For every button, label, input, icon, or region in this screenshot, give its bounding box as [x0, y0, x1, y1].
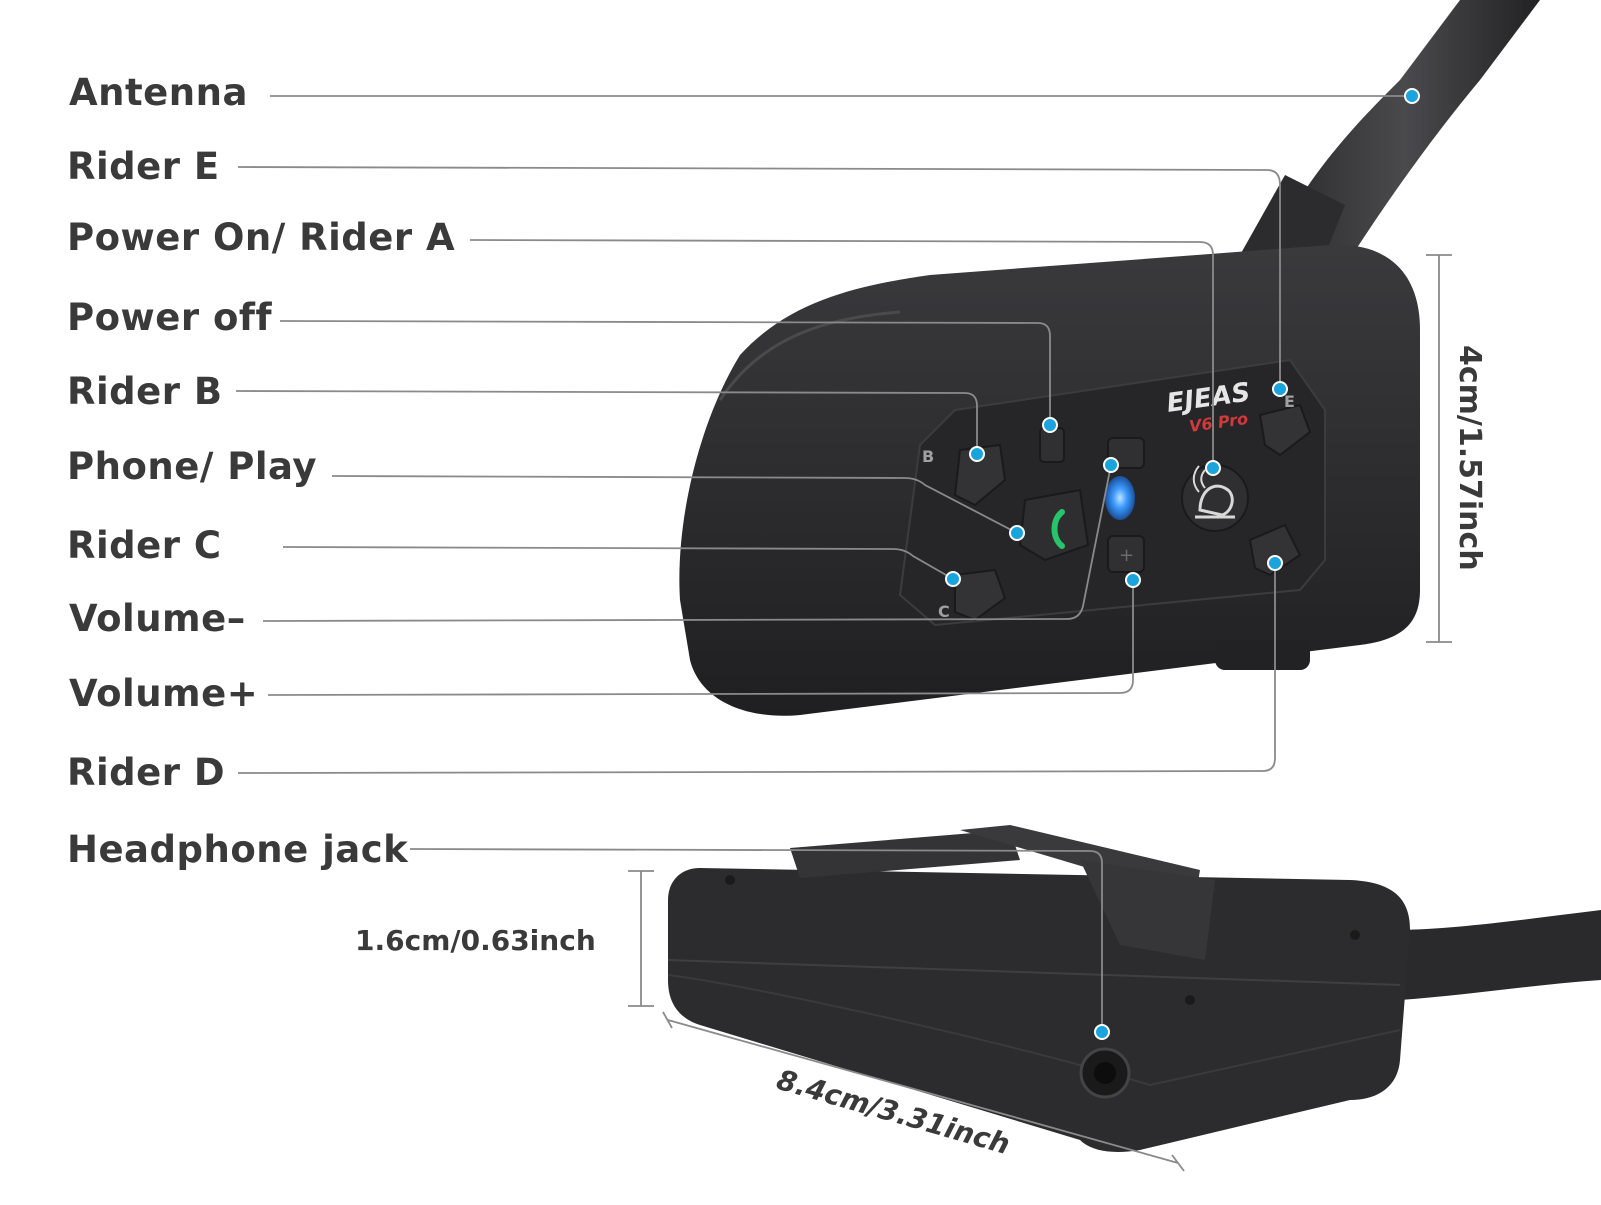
leader-line-volume-minus — [262, 464, 1112, 622]
dim-line-thickness — [628, 870, 654, 1007]
intercom-clamp-unit — [667, 825, 1601, 1152]
label-antenna: Antenna — [69, 71, 248, 114]
leader-line-volume-plus — [267, 580, 1134, 696]
button-rider-b: B — [922, 443, 1007, 507]
dim-height-label: 4cm/1.57inch — [1452, 345, 1487, 571]
headphone-jack-port — [1079, 1047, 1131, 1099]
leader-line-rider-c — [282, 546, 954, 580]
button-letter-e: E — [1284, 392, 1295, 411]
button-volume-plus: + — [1107, 535, 1145, 573]
marker-headphone-jack — [1094, 1024, 1110, 1040]
dim-line-height — [1426, 254, 1452, 643]
leader-line-phone-play — [331, 475, 1018, 534]
leader-line-rider-b — [235, 390, 978, 454]
markers — [945, 88, 1420, 1040]
leader-line-power-on — [469, 239, 1214, 468]
button-letter-b: B — [922, 447, 934, 466]
label-power-on-rider-a: Power On/ Rider A — [67, 216, 456, 259]
label-rider-b: Rider B — [67, 370, 223, 413]
leader-line-rider-d — [237, 563, 1276, 774]
marker-power-off — [1042, 417, 1058, 433]
leader-lines — [235, 95, 1412, 1032]
rider-helmet-icon — [1195, 484, 1235, 519]
label-power-off: Power off — [67, 296, 273, 339]
label-headphone-jack: Headphone jack — [67, 828, 409, 871]
dim-thickness-label: 1.6cm/0.63inch — [355, 924, 596, 957]
marker-phone-play — [1009, 525, 1025, 541]
label-volume-minus: Volume– — [69, 597, 246, 640]
leader-line-rider-e — [237, 166, 1281, 389]
label-phone-play: Phone/ Play — [67, 445, 317, 488]
svg-text:+: + — [1119, 545, 1134, 566]
marker-rider-e — [1272, 381, 1288, 397]
dim-line-length — [662, 1011, 1185, 1172]
marker-antenna — [1404, 88, 1420, 104]
label-rider-d: Rider D — [67, 751, 226, 794]
button-rider-d — [1248, 523, 1302, 577]
marker-rider-c — [945, 571, 961, 587]
marker-rider-b — [969, 446, 985, 462]
button-letter-c: C — [938, 602, 950, 621]
button-power-off — [1039, 427, 1065, 463]
button-rider-c: C — [938, 568, 1007, 622]
leader-line-headphone-jack — [409, 848, 1103, 1032]
intercom-front-unit — [679, 244, 1420, 716]
marker-volume-plus — [1125, 572, 1141, 588]
status-led — [1105, 476, 1135, 520]
button-phone-play — [1018, 488, 1090, 562]
leader-line-power-off — [279, 320, 1051, 425]
button-rider-e: E — [1258, 392, 1312, 457]
phone-icon — [1051, 509, 1065, 549]
dimension-lines — [628, 254, 1452, 1172]
label-rider-e: Rider E — [67, 145, 220, 188]
antenna-boom — [1240, 0, 1540, 290]
label-volume-plus: Volume+ — [69, 672, 259, 715]
label-rider-c: Rider C — [67, 524, 222, 567]
marker-rider-d — [1267, 555, 1283, 571]
marker-power-on — [1205, 460, 1221, 476]
marker-volume-minus — [1103, 457, 1119, 473]
